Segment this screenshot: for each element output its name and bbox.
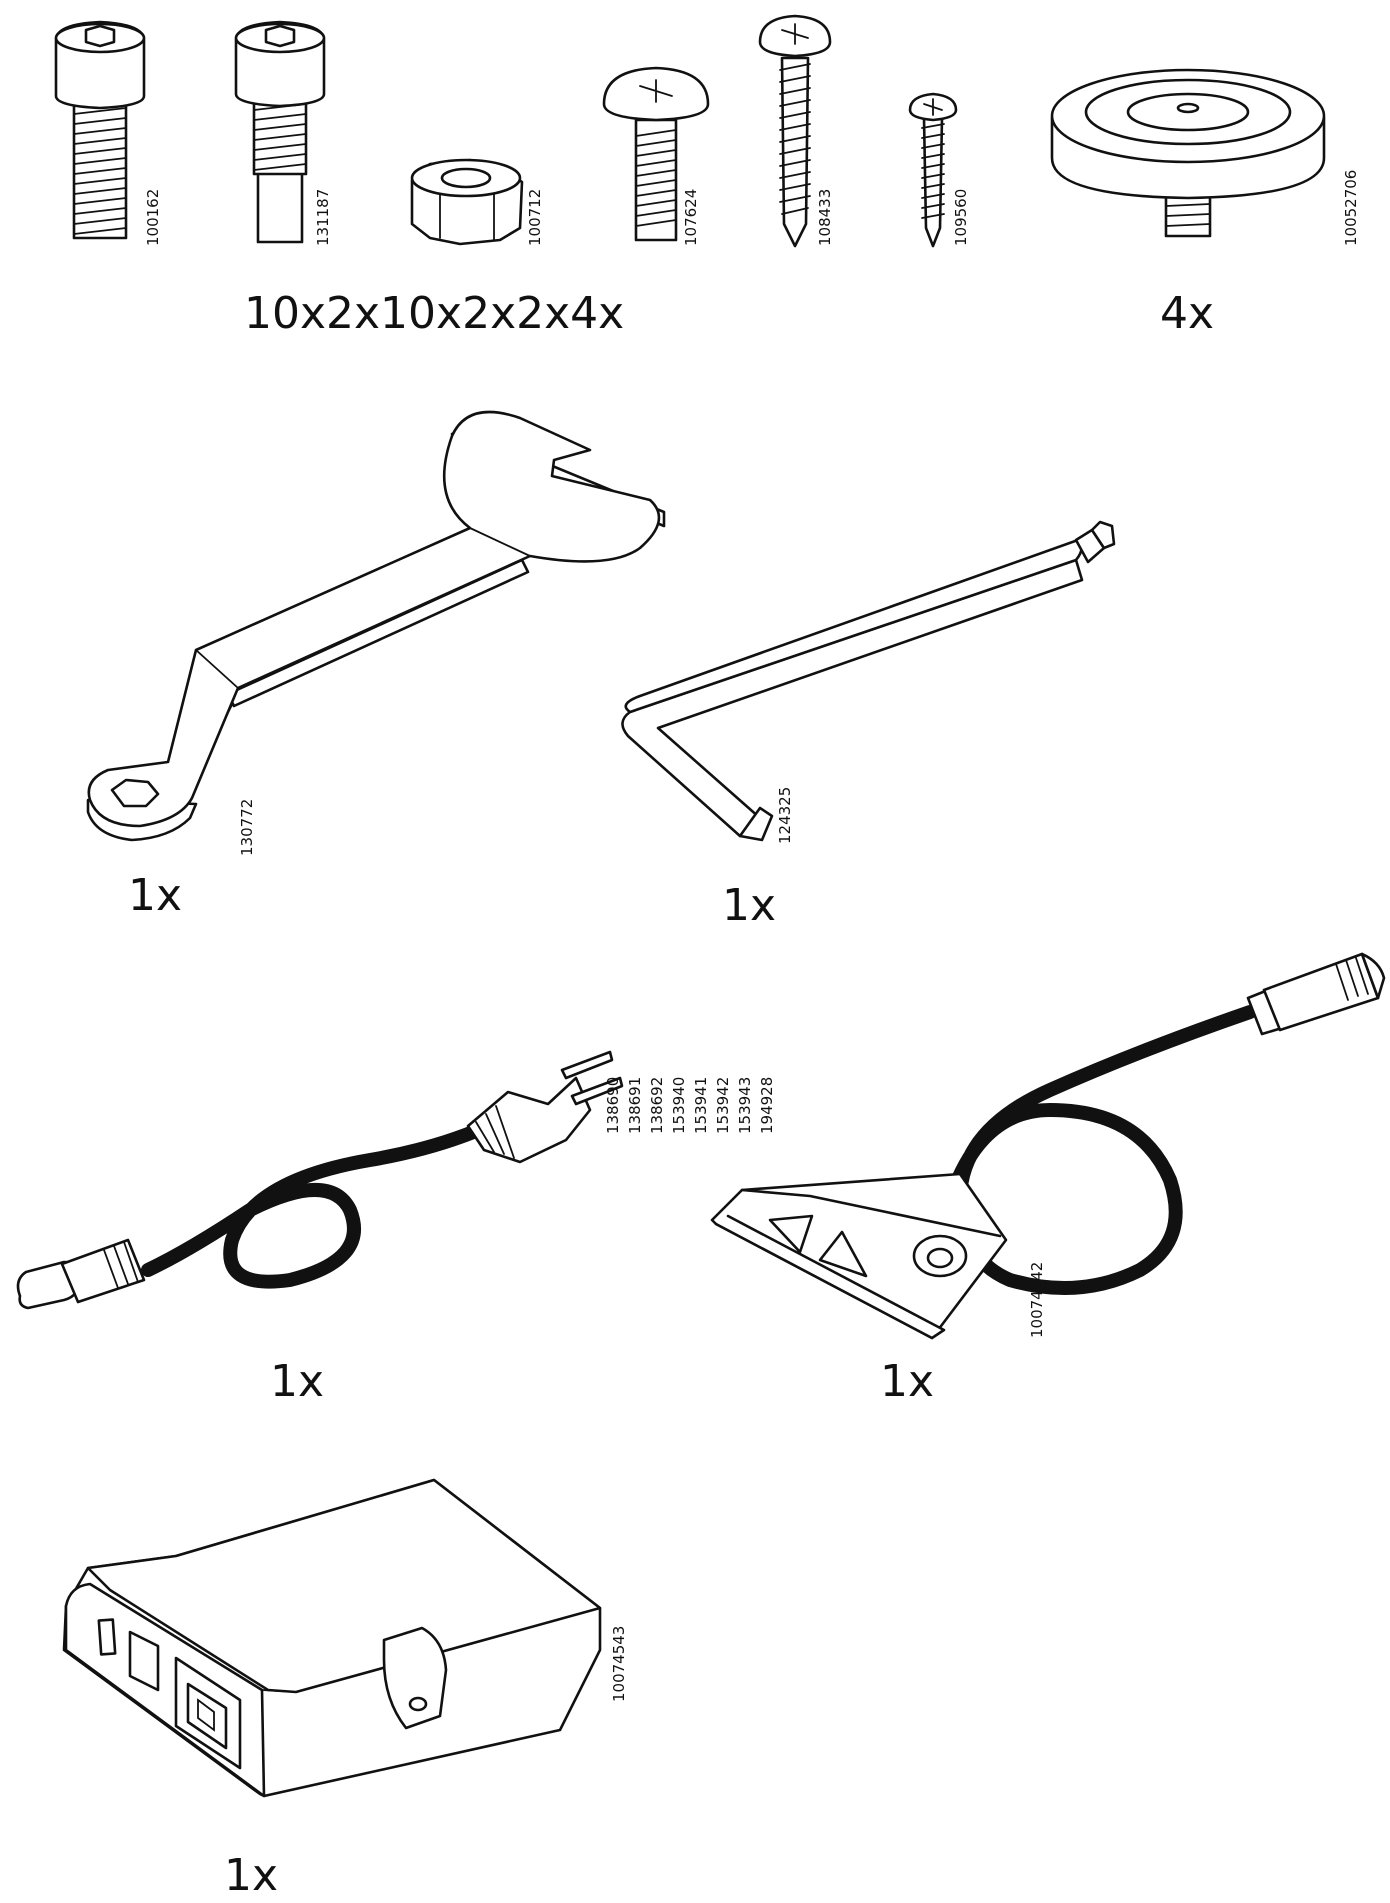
part-number-138691: 138691 <box>626 1077 644 1134</box>
quantity-power-cord: 1x <box>270 1356 324 1407</box>
part-number-108433: 108433 <box>816 189 834 246</box>
part-number-131187: 131187 <box>314 189 332 246</box>
allen-key-124325-illustration <box>621 520 1116 842</box>
quantity-wrench: 1x <box>128 870 182 921</box>
part-number-124325: 124325 <box>776 787 794 844</box>
part-number-194928: 194928 <box>758 1077 776 1134</box>
power-cord-illustration <box>16 1050 624 1310</box>
control-box-10074543-illustration <box>62 1478 602 1798</box>
quantity-foot: 4x <box>1160 288 1214 339</box>
hex-nut-100712-illustration <box>410 158 524 246</box>
part-number-153942: 153942 <box>714 1077 732 1134</box>
quantity-screws-row: 10x2x10x2x2x4x <box>244 288 624 339</box>
part-number-109560: 109560 <box>952 189 970 246</box>
part-number-130772: 130772 <box>238 799 256 856</box>
part-number-138690: 138690 <box>604 1077 622 1134</box>
pan-head-screw-107624-illustration <box>602 66 710 242</box>
part-number-10074542: 10074542 <box>1028 1262 1046 1338</box>
leveling-foot-10052706-illustration <box>1050 68 1326 238</box>
part-number-10074543: 10074543 <box>610 1626 628 1702</box>
part-number-100712: 100712 <box>526 189 544 246</box>
part-number-153941: 153941 <box>692 1077 710 1134</box>
quantity-switch: 1x <box>880 1356 934 1407</box>
hand-switch-10074542-illustration <box>710 952 1386 1340</box>
part-number-138692: 138692 <box>648 1077 666 1134</box>
part-number-153940: 153940 <box>670 1077 688 1134</box>
part-number-100162: 100162 <box>144 189 162 246</box>
power-cord-part-numbers: 138690 138691 138692 153940 153941 15394… <box>604 1077 776 1134</box>
part-number-153943: 153943 <box>736 1077 754 1134</box>
quantity-allen-key: 1x <box>722 880 776 931</box>
wood-screw-109560-illustration <box>908 92 958 248</box>
socket-cap-screw-100162-illustration <box>54 20 146 240</box>
shoulder-screw-131187-illustration <box>234 20 326 244</box>
wrench-130772-illustration <box>86 410 666 842</box>
part-number-10052706: 10052706 <box>1342 170 1360 246</box>
wood-screw-108433-illustration <box>758 14 832 248</box>
part-number-107624: 107624 <box>682 189 700 246</box>
quantity-control-box: 1x <box>224 1850 278 1898</box>
